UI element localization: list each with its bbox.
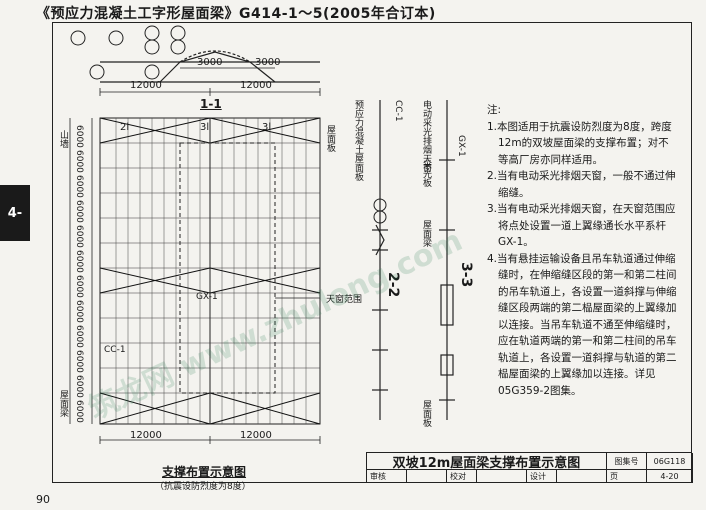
tag-3l-b: 3l: [262, 122, 272, 133]
note-3: 3.当有电动采光排烟天窗，在天窗范围应将点处设置一道上翼缘通长水平系杆GX-1。: [487, 203, 676, 248]
axis-bubble: [108, 30, 124, 46]
plan-panels: [115, 118, 307, 424]
atlas-number: 06G118: [647, 453, 693, 470]
dim-3000-a: 3000: [197, 57, 223, 68]
section-2-2: [372, 100, 388, 420]
v-roof-beam-s: 屋面梁: [421, 220, 431, 247]
axis-bubble: [170, 39, 186, 55]
page-number: 90: [36, 493, 50, 506]
row-dim-9: 6000: [74, 350, 84, 373]
dim-12000-top-b: 12000: [240, 80, 272, 91]
book-title: 《预应力混凝土工字形屋面梁》G414-1～5(2005年合订本): [36, 6, 436, 22]
row-dim-1: 6000: [74, 150, 84, 173]
atlas-label: 图集号: [607, 453, 647, 470]
drawing-frame: [52, 22, 692, 483]
tag-2l: 2l: [120, 122, 130, 133]
note-2: 2.当有电动采光排烟天窗，一般不通过伸缩缝。: [487, 170, 676, 199]
axis-bubble: [170, 25, 186, 41]
s33-tag-gx: GX-1: [456, 135, 466, 157]
notes-block: 注: 1.本图适用于抗震设防烈度为8度，跨度12m的双坡屋面梁的支撑布置；对不等…: [487, 102, 679, 399]
v-skylight-beam: 电动采光排烟天窗: [421, 100, 431, 172]
row-dim-10: 6000: [74, 375, 84, 398]
note-1: 1.本图适用于抗震设防烈度为8度，跨度12m的双坡屋面梁的支撑布置；对不等高厂房…: [487, 120, 672, 166]
plan-grid: [99, 117, 321, 425]
dim-12000-top-a: 12000: [130, 80, 162, 91]
v-prestress-panel: 预应力混凝土屋面板: [353, 100, 363, 181]
title-block-row: 审核 校对 设计 页 4-20: [367, 470, 693, 483]
tag-3l-a: 3l: [200, 122, 210, 133]
review-label: 审核: [367, 470, 407, 483]
row-dim-8: 6000: [74, 325, 84, 348]
dim-12000-bot-b: 12000: [240, 430, 272, 441]
section-2-2-title: 2-2: [385, 272, 401, 298]
tag-gx: GX-1: [196, 292, 218, 302]
row-dim-3: 6000: [74, 200, 84, 223]
axis-bubble: [144, 39, 160, 55]
section-1-1-title: 1-1: [200, 97, 222, 111]
s22-tag-cc: CC-1: [393, 100, 403, 122]
design-sign: [557, 470, 607, 483]
side-tab: 4-: [0, 185, 30, 241]
plan-caption-sub: （抗震设防烈度为8度）: [155, 482, 251, 492]
axis-bubble: [70, 30, 86, 46]
tag-cc: CC-1: [104, 345, 126, 355]
section-3-3: [439, 100, 455, 420]
page-no: 4-20: [647, 470, 693, 483]
row-dim-5: 6000: [74, 250, 84, 273]
dim-3000-b: 3000: [255, 57, 281, 68]
skylight-range: [179, 142, 276, 394]
drawing-title: 双坡12m屋面梁支撑布置示意图: [367, 453, 607, 471]
axis-bubble: [144, 64, 160, 80]
v-rafter: 采光板: [421, 160, 431, 187]
check-sign: [477, 470, 527, 483]
v-gable: 山墙: [58, 130, 68, 148]
title-block: 双坡12m屋面梁支撑布置示意图 图集号 06G118 审核 校对 设计 页 4-…: [366, 452, 693, 483]
dim-12000-bot-a: 12000: [130, 430, 162, 441]
row-dim-11: 6000: [74, 400, 84, 423]
v-roof-beam: 屋面梁: [58, 390, 68, 417]
notes-heading: 注:: [487, 104, 502, 116]
axis-bubble: [89, 64, 105, 80]
row-dim-6: 6000: [74, 275, 84, 298]
note-4: 4.当有悬挂运输设备且吊车轨道通过伸缩缝时，在伸缩缝区段的第一和第二柱间的吊车轨…: [487, 252, 677, 397]
v-purlin: 屋面板: [421, 400, 431, 427]
v-roof-panel: 屋面板: [325, 125, 335, 152]
row-dim-7: 6000: [74, 300, 84, 323]
row-dim-4: 6000: [74, 225, 84, 248]
check-label: 校对: [447, 470, 477, 483]
axis-bubble: [144, 25, 160, 41]
review-sign: [407, 470, 447, 483]
page-label: 页: [607, 470, 647, 483]
row-dim-2: 6000: [74, 175, 84, 198]
plan-braces: [99, 117, 321, 425]
design-label: 设计: [527, 470, 557, 483]
roof-profile: [100, 50, 320, 83]
plan-caption: 支撑布置示意图: [162, 465, 247, 479]
row-dim-0: 6000: [74, 125, 84, 148]
section-3-3-title: 3-3: [458, 262, 474, 288]
skylight-label: 天窗范围: [326, 295, 363, 305]
